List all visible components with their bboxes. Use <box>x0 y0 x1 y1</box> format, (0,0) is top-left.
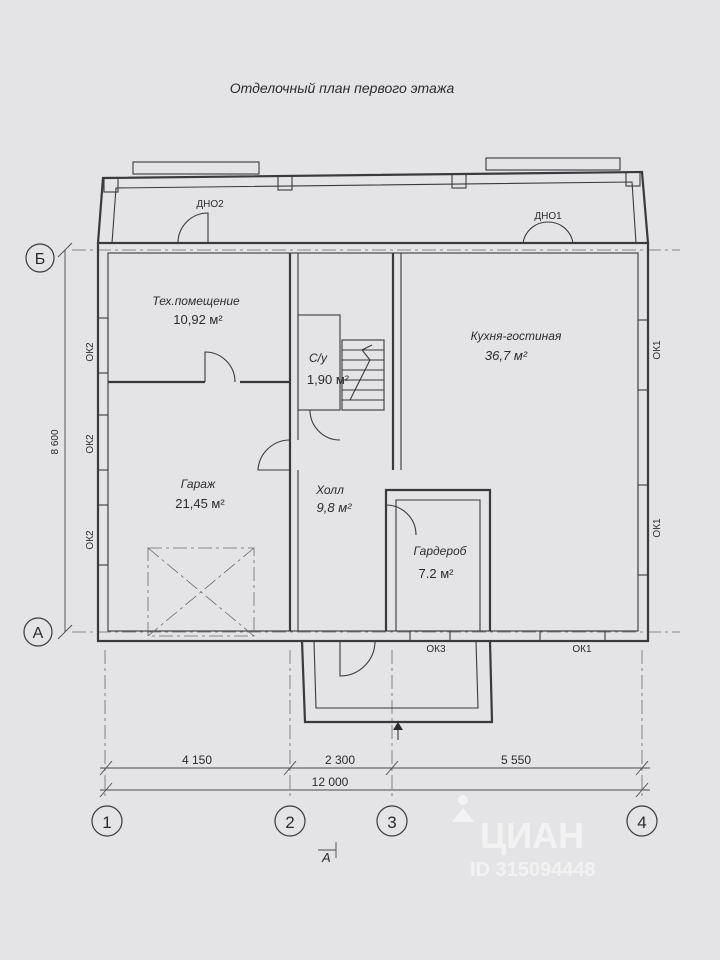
tag-ok2-bot: ОК2 <box>85 530 96 550</box>
axis-markers: Б А 1 2 3 4 <box>23 243 658 837</box>
dim-seg2: 2 300 <box>325 753 355 767</box>
tag-ok3: ОК3 <box>426 644 446 655</box>
tag-ok2-top: ОК2 <box>85 342 96 362</box>
entry-arrow <box>393 722 403 740</box>
section-mark: А <box>318 842 337 865</box>
room-kitchen-label: Кухня-гостиная <box>471 329 562 343</box>
stairs <box>341 339 385 411</box>
dim-seg3: 5 550 <box>501 753 531 767</box>
room-wardrobe-label: Гардероб <box>414 544 468 558</box>
dim-height: 8 600 <box>50 429 61 454</box>
windows <box>97 317 649 642</box>
tag-dno1: ДНО1 <box>534 211 562 222</box>
dimension-vertical: 8 600 <box>50 242 73 640</box>
axis-a: А <box>33 625 44 642</box>
tag-ok2-mid: ОК2 <box>85 434 96 454</box>
axis-4: 4 <box>637 813 646 832</box>
axis-1: 1 <box>102 813 111 832</box>
dimension-horizontal: 4 150 2 300 5 550 12 000 <box>99 753 650 798</box>
dim-total: 12 000 <box>312 775 349 789</box>
interior-walls <box>108 253 492 631</box>
axis-b: Б <box>35 251 46 268</box>
axis-3: 3 <box>387 813 396 832</box>
watermark-brand: ЦИАН <box>480 815 584 856</box>
garage-vehicle-outline <box>147 547 255 637</box>
plan-title: Отделочный план первого этажа <box>230 80 455 96</box>
tag-ok1-south: ОК1 <box>572 644 592 655</box>
watermark-id: ID 315094448 <box>470 859 596 881</box>
room-wc-area: 1,90 м² <box>307 372 350 387</box>
section-mark-label: А <box>321 850 331 865</box>
room-tech-label: Тех.помещение <box>152 294 240 308</box>
room-garage-area: 21,45 м² <box>175 496 225 511</box>
room-wc-label: С/у <box>309 351 328 365</box>
dim-seg1: 4 150 <box>182 753 212 767</box>
opening-tags: ДНО2 ДНО1 ОК3 ОК1 ОК2 ОК2 ОК2 ОК1 ОК1 <box>85 199 663 655</box>
room-hall-label: Холл <box>315 483 344 497</box>
grid-axes <box>72 249 680 800</box>
doors <box>177 212 574 677</box>
room-kitchen-area: 36,7 м² <box>485 348 528 363</box>
room-hall-area: 9,8 м² <box>317 500 353 515</box>
tag-ok1-east-top: ОК1 <box>652 340 663 360</box>
axis-2: 2 <box>285 813 294 832</box>
outer-walls <box>96 157 650 724</box>
room-tech-area: 10,92 м² <box>173 312 223 327</box>
tag-ok1-east-bot: ОК1 <box>652 518 663 538</box>
tag-dno2: ДНО2 <box>196 199 224 210</box>
room-wardrobe-area: 7.2 м² <box>419 566 455 581</box>
watermark: ЦИАН ID 315094448 <box>452 795 596 881</box>
room-labels: Тех.помещение 10,92 м² С/у 1,90 м² Кухня… <box>152 294 562 581</box>
room-garage-label: Гараж <box>181 477 216 491</box>
